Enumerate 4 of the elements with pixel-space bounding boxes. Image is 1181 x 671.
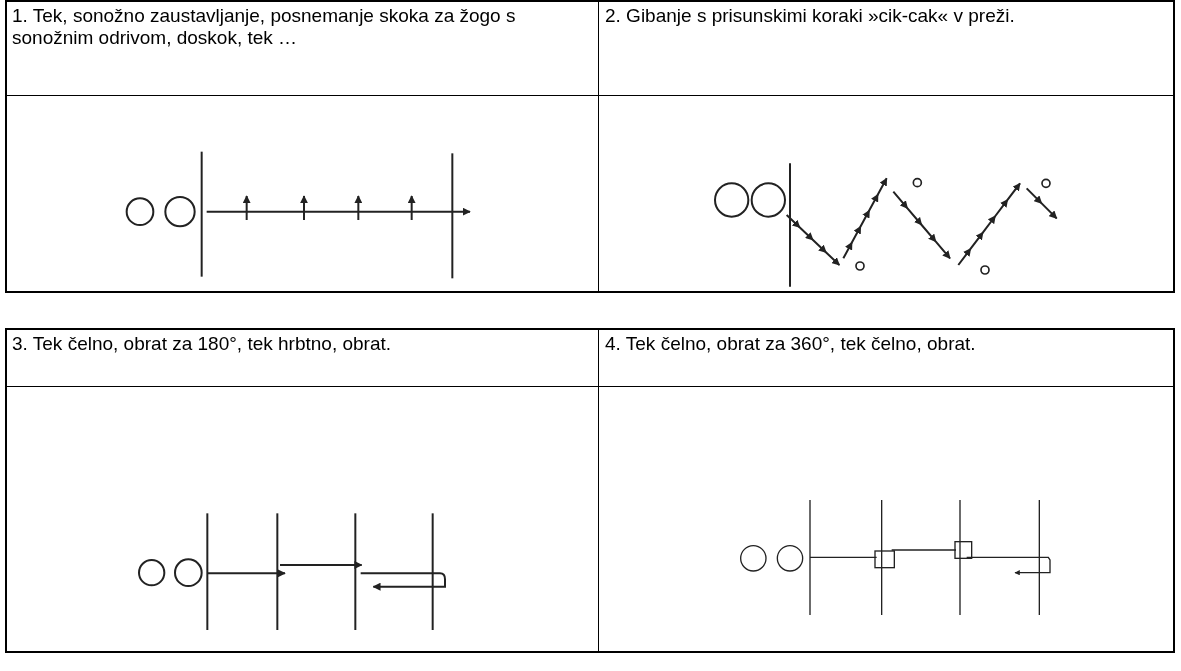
instruction-text: 4. Tek čelno, obrat za 360°, tek čelno, obrat. (605, 333, 977, 355)
instruction-text: 3. Tek čelno, obrat za 180°, tek hrbtno, obrat. (12, 333, 393, 355)
instruction-text: 1. Tek, sonožno zaustavljanje, posnemanje skoka za žogo s sonožnim odrivom, doskok, tek … (12, 5, 517, 49)
instruction-text: 2. Gibanje s prisunskimi koraki »cik-cak« v preži. (605, 5, 1016, 27)
